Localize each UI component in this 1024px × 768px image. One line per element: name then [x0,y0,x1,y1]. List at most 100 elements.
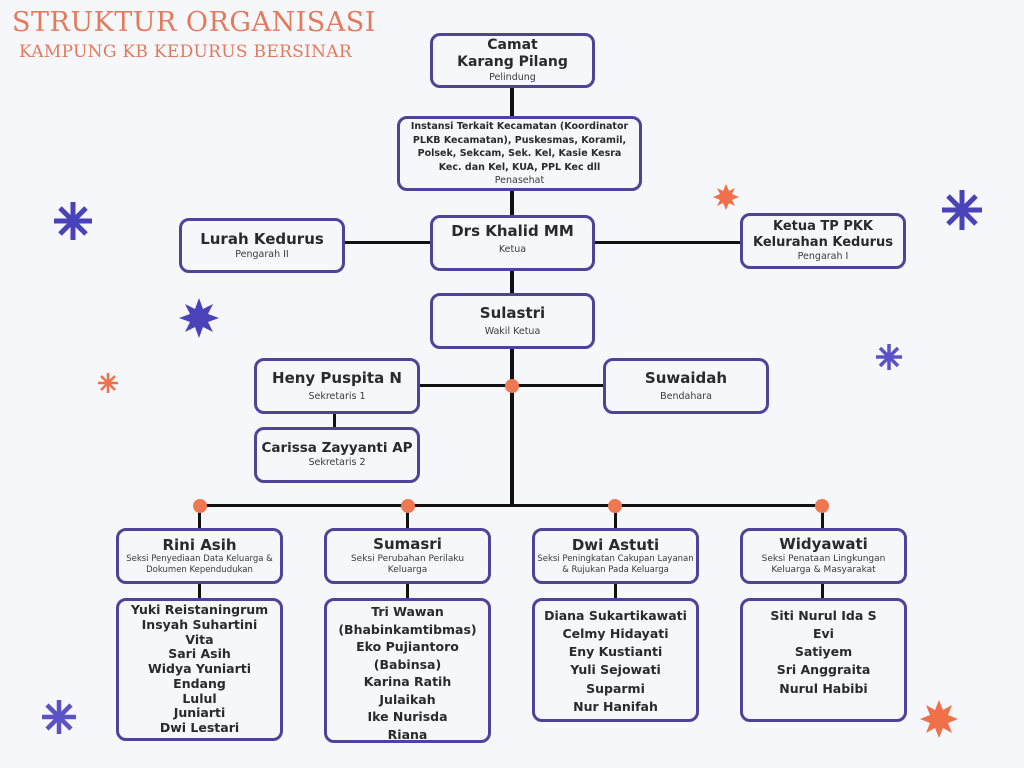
node-pelindung: Camat Karang Pilang Pelindung [430,33,595,88]
node-bendahara: Suwaidah Bendahara [603,358,769,414]
connector-dot [401,499,415,513]
section-role: Seksi Perubahan Perilaku Keluarga [350,553,465,576]
member-name: Satiyem [794,644,853,660]
member-name: Karina Ratih [363,674,452,689]
connector-line [199,504,825,507]
connector-line [821,582,824,600]
connector-line [198,506,201,530]
section-head-name: Dwi Astuti [571,535,660,554]
connector-line [614,582,617,600]
member-name: Vita [185,631,214,647]
section-head-name: Widyawati [779,534,868,553]
section-role: Seksi Penyediaan Data Keluarga & Dokumen… [126,554,273,576]
node-role: Pengarah II [235,248,289,260]
section-members: Yuki Reistaningrum Insyah Suhartini Vita… [116,598,283,741]
connector-line [510,86,514,118]
member-name: Tri Wawan [371,604,444,619]
connector-line [510,269,514,295]
member-name: Yuki Reistaningrum [130,602,269,617]
starburst-icon [920,700,958,738]
node-sekretaris-2: Carissa Zayyanti AP Sekretaris 2 [254,427,420,483]
node-name: Kelurahan Kedurus [753,234,893,250]
chart-subtitle: KAMPUNG KB KEDURUS BERSINAR [19,42,352,62]
section-role: Seksi Penataan Lingkungan Keluarga & Mas… [761,553,886,576]
node-name: Ketua TP PKK [772,218,874,234]
node-pengarah-2: Lurah Kedurus Pengarah II [179,218,345,273]
section-members: Tri Wawan (Bhabinkamtibmas) Eko Pujianto… [324,598,491,743]
starburst-icon [713,184,739,210]
connector-line [198,582,201,600]
section-head-name: Sumasri [373,534,442,553]
member-name: Riana [387,726,428,742]
node-role: Pengarah I [797,251,849,263]
node-pengarah-1: Ketua TP PKK Kelurahan Kedurus Pengarah … [740,213,906,269]
node-name: Karang Pilang [457,54,568,71]
asterisk-icon [876,344,902,370]
member-name: Dwi Lestari [159,720,240,735]
member-name: Ike Nurisda [367,709,448,724]
node-name: Suwaidah [644,368,728,387]
member-name: Evi [813,626,834,642]
member-name: Endang [173,675,226,691]
connector-line [406,506,409,530]
section-members: Siti Nurul Ida S Evi Satiyem Sri Anggrai… [740,598,907,722]
member-name: Eny Kustianti [568,644,663,660]
member-name: Diana Sukartikawati [544,608,687,623]
member-name: Sari Asih [168,646,231,662]
member-name: Yuli Sejowati [570,662,661,678]
section-members: Diana Sukartikawati Celmy Hidayati Eny K… [532,598,699,722]
connector-line [614,506,617,530]
node-name: Instansi Terkait Kecamatan (Koordinator … [410,120,629,174]
connector-dot [608,499,622,513]
member-name: Celmy Hidayati [562,626,669,642]
node-penasehat: Instansi Terkait Kecamatan (Koordinator … [397,116,642,191]
node-wakil-ketua: Sulastri Wakil Ketua [430,293,595,349]
section-head-name: Rini Asih [162,535,237,554]
node-name: Sulastri [479,303,546,322]
asterisk-icon [42,700,76,734]
member-name: Lulul [182,690,217,706]
connector-dot [193,499,207,513]
connector-dot [815,499,829,513]
connector-line [510,347,514,507]
section-head: Widyawati Seksi Penataan Lingkungan Kelu… [740,528,907,584]
section-head: Dwi Astuti Seksi Peningkatan Cakupan Lay… [532,528,699,584]
member-name: Juniarti [173,705,226,721]
node-name: Drs Khalid MM [451,222,574,240]
node-sekretaris-1: Heny Puspita N Sekretaris 1 [254,358,420,414]
node-role: Ketua [498,243,527,255]
member-name: (Babinsa) [373,656,442,672]
member-name: Nurul Habibi [779,680,868,696]
node-role: Wakil Ketua [484,325,541,337]
node-role: Penasehat [494,174,545,186]
member-name: Sri Anggraita [776,662,871,678]
member-name: Siti Nurul Ida S [770,608,877,623]
node-ketua: Drs Khalid MM Ketua [430,215,595,271]
connector-line [406,582,409,600]
asterisk-icon [942,190,982,230]
member-name: Insyah Suhartini [141,616,258,632]
member-name: Widya Yuniarti [147,661,252,676]
node-name: Lurah Kedurus [200,229,324,248]
section-head: Sumasri Seksi Perubahan Perilaku Keluarg… [324,528,491,584]
member-name: Suparmi [586,680,645,696]
node-role: Sekretaris 2 [308,457,366,469]
node-name: Camat [487,36,538,53]
connector-dot [505,379,519,393]
section-head: Rini Asih Seksi Penyediaan Data Keluarga… [116,528,283,584]
member-name: (Bhabinkamtibmas) [338,621,477,637]
asterisk-icon [98,373,118,393]
connector-line [821,506,824,530]
asterisk-icon [54,202,92,240]
node-role: Pelindung [489,71,536,83]
connector-line [594,241,742,244]
connector-line [333,413,336,429]
member-name: Eko Pujiantoro [356,639,459,654]
member-name: Julaikah [379,691,436,707]
member-name: Nur Hanifah [573,698,658,714]
connector-line [510,189,514,217]
node-role: Sekretaris 1 [308,390,366,402]
section-role: Seksi Peningkatan Cakupan Layanan & Ruju… [537,554,694,576]
connector-line [344,241,432,244]
node-name: Carissa Zayyanti AP [261,440,413,457]
